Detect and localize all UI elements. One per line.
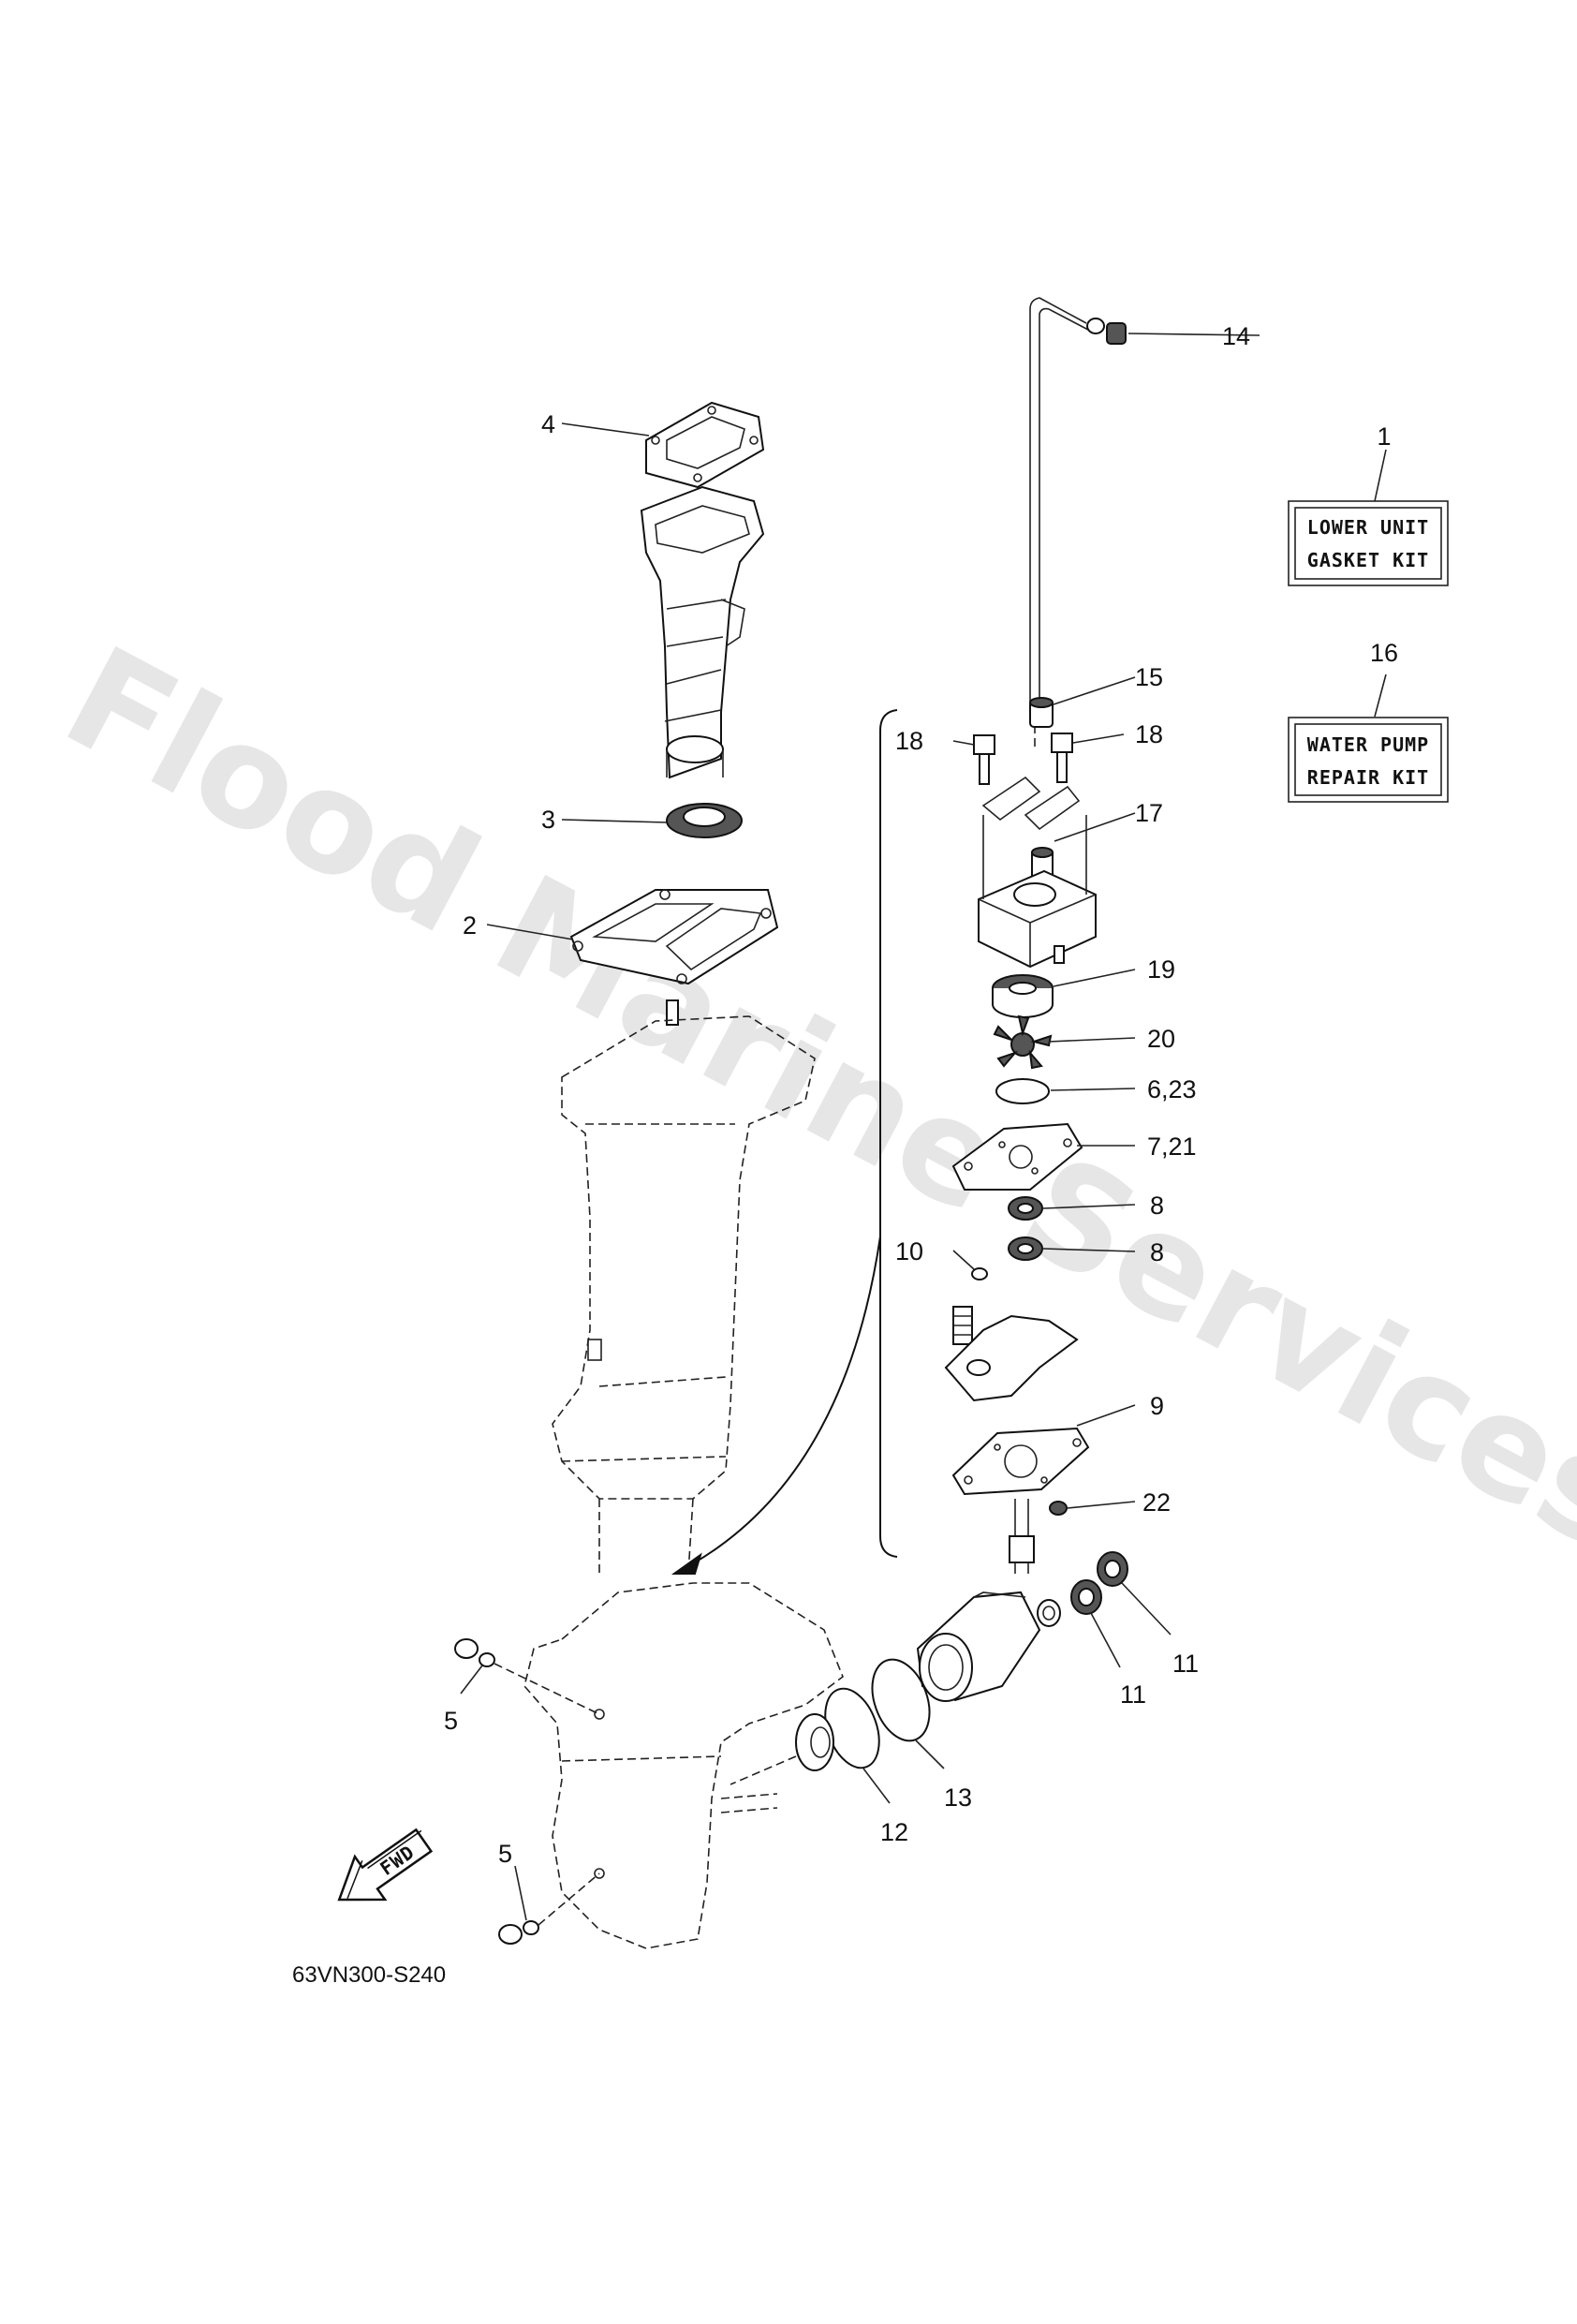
callout-16: 16 <box>1370 639 1398 667</box>
watermark-text: Flood Marine Services <box>40 616 1577 1582</box>
callout-14: 14 <box>1222 322 1250 350</box>
part-7-21-plate <box>951 1122 1083 1191</box>
kit-box-lower-unit-gasket: LOWER UNIT GASKET KIT 1 <box>1288 422 1449 586</box>
callout-10: 10 <box>895 1237 923 1266</box>
fwd-arrow-icon: FWD <box>337 1828 434 1902</box>
callout-6-23: 6,23 <box>1147 1075 1197 1103</box>
callout-13: 13 <box>944 1784 972 1812</box>
callout-17: 17 <box>1135 799 1163 827</box>
part-8-bearings <box>1008 1196 1043 1261</box>
part-19-cartridge <box>992 974 1054 1018</box>
drain-screws <box>454 1638 600 1945</box>
callout-labels: 14 4 15 18 18 3 17 2 19 20 6,23 7,21 8 1… <box>444 322 1250 1868</box>
thrust-washer <box>795 1713 834 1771</box>
part-13-oring <box>871 1658 931 1742</box>
callout-19: 19 <box>1147 955 1175 984</box>
leader-lines <box>460 333 1387 1921</box>
upper-casing-outline <box>552 1015 816 1575</box>
prop-shaft <box>730 1755 797 1785</box>
assembly-arrow <box>671 1236 881 1575</box>
callout-8-lower: 8 <box>1150 1238 1164 1266</box>
kit-1-line1: LOWER UNIT <box>1307 516 1429 539</box>
callout-15: 15 <box>1135 663 1163 691</box>
part-10-oring <box>971 1267 988 1280</box>
kit-16-line2: REPAIR KIT <box>1307 766 1429 789</box>
diagram-code: 63VN300-S240 <box>292 1962 446 1988</box>
part-4-gasket <box>645 401 765 489</box>
part-20-impeller <box>993 1014 1053 1070</box>
callout-8-upper: 8 <box>1150 1192 1164 1220</box>
part-14-grommet <box>1106 322 1127 345</box>
callout-5-upper: 5 <box>444 1707 458 1735</box>
callout-5-lower: 5 <box>498 1840 512 1868</box>
part-3-seal <box>666 803 743 838</box>
part-17-insert <box>981 776 1081 881</box>
pump-kit-bracket <box>879 709 898 1558</box>
callout-4: 4 <box>541 410 555 438</box>
kit-1-line2: GASKET KIT <box>1307 549 1429 571</box>
callout-12: 12 <box>880 1818 908 1846</box>
callout-2: 2 <box>463 911 477 940</box>
callout-11-right: 11 <box>1172 1650 1199 1678</box>
small-bearing <box>1037 1599 1061 1627</box>
part-11-seals <box>1070 1551 1128 1615</box>
lower-casing-outline <box>523 1582 844 1949</box>
callout-7-21: 7,21 <box>1147 1132 1197 1161</box>
part-9-gasket <box>951 1427 1090 1496</box>
part-15-grommet <box>1029 697 1054 728</box>
exhaust-guide <box>640 485 765 779</box>
part-18-bolts <box>973 733 1073 785</box>
callout-11-left: 11 <box>1120 1680 1146 1709</box>
pump-housing <box>978 815 1097 969</box>
callout-20: 20 <box>1147 1025 1175 1053</box>
drive-shaft <box>1009 1499 1035 1574</box>
callout-9: 9 <box>1150 1392 1164 1420</box>
dowel-pin <box>666 999 679 1026</box>
callout-1: 1 <box>1377 422 1391 451</box>
callout-22: 22 <box>1142 1488 1171 1517</box>
shaft-housing <box>916 1591 1041 1702</box>
kit-16-line1: WATER PUMP <box>1307 733 1429 756</box>
water-tube <box>1029 297 1105 749</box>
callout-3: 3 <box>541 806 555 834</box>
callout-18-right: 18 <box>1135 720 1163 748</box>
kit-box-water-pump-repair: WATER PUMP REPAIR KIT 16 <box>1288 639 1449 803</box>
part-2-gasket <box>569 889 779 985</box>
callout-18-left: 18 <box>895 727 923 755</box>
pump-base <box>944 1306 1079 1402</box>
part-22-plug <box>1049 1501 1068 1516</box>
part-6-23-gasket <box>995 1078 1050 1104</box>
